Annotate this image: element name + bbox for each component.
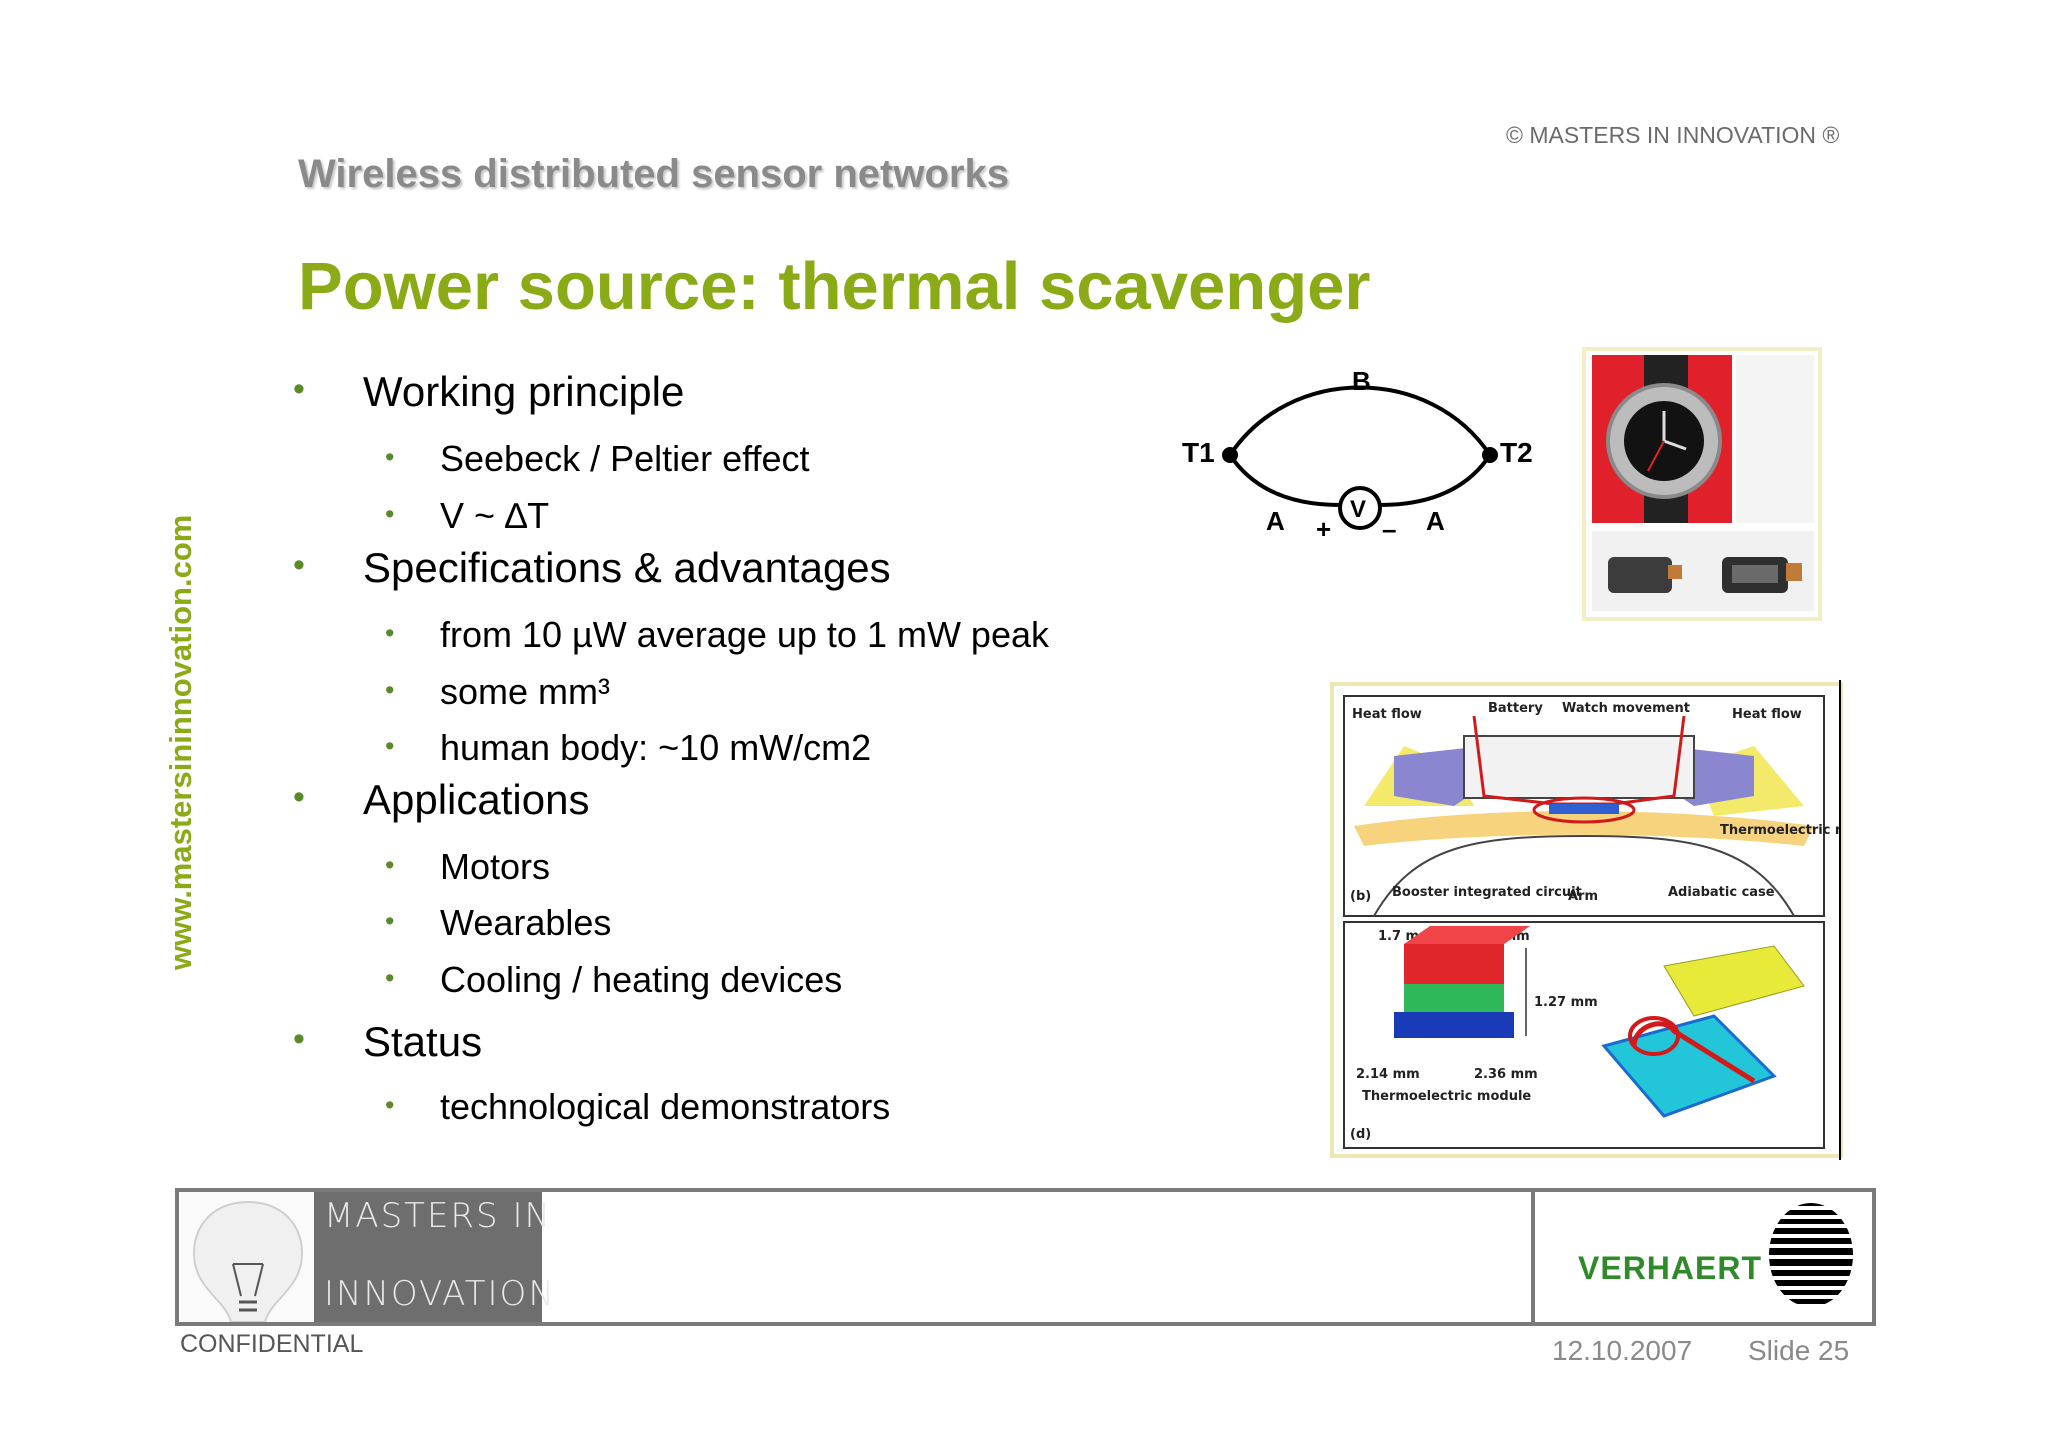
- junction-t2: [1482, 447, 1498, 463]
- light-bulb-icon: [181, 1192, 315, 1322]
- label-watch-movement: Watch movement: [1562, 701, 1690, 716]
- junction-t1: [1222, 447, 1238, 463]
- slide-number: Slide 25: [1748, 1335, 1850, 1366]
- slide-title: Power source: thermal scavenger: [298, 249, 1371, 324]
- slide-date: 12.10.2007: [1552, 1335, 1693, 1366]
- logo-text-line2: INNOVATION: [324, 1274, 556, 1314]
- voltmeter-icon: [1338, 486, 1382, 530]
- confidential-label: CONFIDENTIAL: [180, 1330, 364, 1358]
- label-dim-3: 1.27 mm: [1534, 995, 1598, 1010]
- label-battery: Battery: [1488, 701, 1543, 716]
- label-panel-d: (d): [1350, 1127, 1371, 1142]
- diagram-border-line: [1839, 680, 1841, 1160]
- label-a-left: A: [1266, 506, 1285, 536]
- label-t2: T2: [1500, 437, 1533, 468]
- label-dim-5: 2.36 mm: [1474, 1067, 1538, 1082]
- copyright-notice: © MASTERS IN INNOVATION ®: [1506, 122, 1839, 149]
- label-heat-flow-left: Heat flow: [1352, 707, 1422, 722]
- label-booster: Booster integrated circuit: [1392, 885, 1582, 900]
- thermoelectric-module-diagram: Heat flow Battery Watch movement Heat fl…: [1343, 695, 1897, 1149]
- label-heat-flow-right: Heat flow: [1732, 707, 1802, 722]
- label-t1: T1: [1182, 437, 1215, 468]
- copyright-text: © MASTERS IN INNOVATION ®: [1506, 122, 1840, 148]
- label-v: V: [1350, 496, 1366, 523]
- verhaert-brand-text: VERHAERT: [1578, 1250, 1763, 1286]
- label-plus: +: [1316, 514, 1331, 540]
- masters-in-innovation-logo: MASTERS IN INNOVATION: [314, 1192, 554, 1322]
- logo-text-line1: MASTERS IN: [324, 1196, 552, 1236]
- label-minus: –: [1382, 514, 1396, 540]
- side-url: www.mastersininnovation.com: [163, 514, 198, 970]
- thermoelectric-watch-image: [1592, 355, 1814, 611]
- label-b: B: [1352, 366, 1371, 396]
- footer-divider: [1531, 1188, 1535, 1326]
- label-arm: Arm: [1568, 889, 1598, 904]
- section-title: Wireless distributed sensor networks: [298, 152, 1009, 196]
- label-thermoelectric-modules: Thermoelectric modules: [1720, 823, 1839, 838]
- label-thermoelectric-module: Thermoelectric module: [1362, 1089, 1531, 1104]
- label-dim-4: 2.14 mm: [1356, 1067, 1420, 1082]
- label-adiabatic: Adiabatic case: [1668, 885, 1775, 900]
- verhaert-globe-icon: [1769, 1203, 1853, 1304]
- label-a-right: A: [1426, 506, 1445, 536]
- label-panel-b: (b): [1350, 889, 1371, 904]
- watch-photo-panel: [1582, 347, 1822, 621]
- thermocouple-circuit-diagram: B T1 T2 A + V – A: [1182, 366, 1533, 540]
- watch-cross-section-panel: Heat flow Battery Watch movement Heat fl…: [1330, 682, 1897, 1158]
